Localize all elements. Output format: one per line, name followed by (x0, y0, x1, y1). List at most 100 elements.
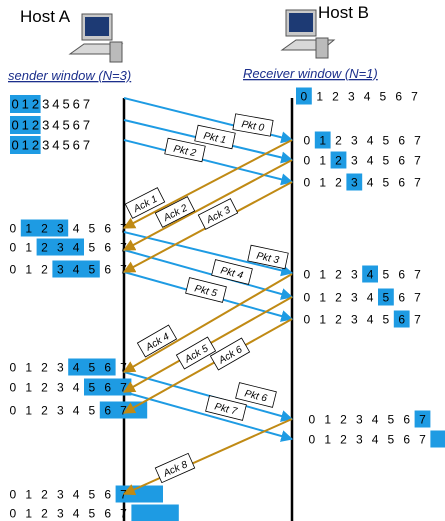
sequence-number: 2 (32, 138, 39, 153)
sequence-number: 5 (383, 175, 390, 189)
sequence-number: 3 (348, 89, 355, 103)
sequence-number: 4 (73, 487, 80, 501)
receiver-window-highlight (378, 288, 394, 306)
sequence-number: 3 (42, 97, 49, 112)
sequence-number: 4 (73, 380, 80, 394)
sequence-number: 2 (332, 89, 339, 103)
receiver-window-highlight (414, 410, 431, 428)
svg-text:Pkt 0: Pkt 0 (241, 119, 266, 134)
sequence-number: 3 (57, 262, 64, 276)
svg-text:Pkt 1: Pkt 1 (202, 131, 227, 146)
sequence-number: 2 (340, 412, 347, 426)
sequence-number: 5 (89, 380, 96, 394)
sequence-number: 0 (10, 380, 17, 394)
sequence-number: 0 (304, 267, 311, 281)
sequence-number: 1 (25, 403, 32, 417)
receiver-window-highlight (296, 87, 312, 105)
sequence-number: 0 (10, 360, 17, 374)
sequence-number: 3 (351, 267, 358, 281)
sequence-number: 0 (301, 89, 308, 103)
sequence-number: 2 (335, 175, 342, 189)
sequence-number: 0 (304, 153, 311, 167)
sequence-number: 5 (62, 97, 69, 112)
ack-arrow (122, 318, 293, 414)
svg-text:Pkt 5: Pkt 5 (193, 283, 218, 299)
sequence-number: 7 (414, 290, 421, 304)
sequence-number: 2 (41, 403, 48, 417)
receiver-window-highlight (362, 265, 378, 283)
sequence-number: 1 (319, 290, 326, 304)
sequence-number: 4 (364, 89, 371, 103)
sender-window-highlight (20, 219, 69, 237)
sequence-number: 4 (73, 221, 80, 235)
sequence-number: 3 (351, 312, 358, 326)
sequence-number: 5 (383, 153, 390, 167)
sequence-number: 7 (419, 412, 426, 426)
sequence-number: 1 (25, 380, 32, 394)
sequence-number: 5 (89, 360, 96, 374)
sequence-number: 4 (367, 133, 374, 147)
ack-label: Ack 3 (197, 198, 239, 230)
packet-label: Pkt 7 (205, 395, 247, 421)
sequence-number: 7 (83, 138, 90, 153)
packet-label: Pkt 4 (211, 259, 253, 285)
packet-label: Pkt 5 (185, 277, 227, 303)
sequence-number: 6 (398, 290, 405, 304)
sequence-number: 6 (104, 506, 111, 520)
sequence-number: 3 (57, 487, 64, 501)
sequence-number: 3 (351, 175, 358, 189)
sequence-number: 7 (120, 262, 127, 276)
sequence-number: 7 (414, 175, 421, 189)
sequence-number: 1 (25, 506, 32, 520)
sequence-number: 5 (62, 118, 69, 133)
host-b-title: Host B (318, 3, 369, 22)
sequence-number: 2 (41, 262, 48, 276)
sequence-number: 0 (304, 290, 311, 304)
sequence-number: 0 (10, 240, 17, 254)
svg-text:Pkt 6: Pkt 6 (243, 388, 268, 404)
ack-arrow (122, 159, 293, 251)
sequence-number: 0 (10, 506, 17, 520)
sequence-number: 6 (398, 153, 405, 167)
sender-window-highlight (36, 238, 84, 256)
sequence-number: 5 (380, 89, 387, 103)
host-a-title: Host A (20, 7, 71, 26)
sequence-number: 2 (41, 506, 48, 520)
sequence-number: 1 (319, 133, 326, 147)
sequence-number: 1 (319, 312, 326, 326)
sequence-number: 3 (57, 380, 64, 394)
sequence-number: 7 (411, 89, 418, 103)
sequence-number: 1 (22, 138, 29, 153)
receiver-window-highlight (330, 151, 347, 169)
sequence-number: 4 (52, 118, 59, 133)
svg-text:Pkt 3: Pkt 3 (255, 251, 280, 267)
sequence-number: 5 (388, 412, 395, 426)
ack-arrow (122, 418, 293, 496)
sequence-number: 3 (356, 412, 363, 426)
sequence-number: 4 (52, 97, 59, 112)
receiver-window-highlight (314, 131, 331, 149)
sequence-number: 1 (25, 240, 32, 254)
sequence-number: 1 (324, 412, 331, 426)
sequence-number: 7 (83, 118, 90, 133)
sequence-number: 2 (32, 118, 39, 133)
sequence-number: 6 (104, 240, 111, 254)
sequence-number: 0 (309, 432, 316, 446)
sequence-number: 3 (42, 138, 49, 153)
sequence-number: 6 (104, 487, 111, 501)
sequence-number: 7 (120, 403, 127, 417)
sequence-number: 4 (372, 432, 379, 446)
sequence-number: 4 (73, 403, 80, 417)
sender-window-highlight (10, 116, 41, 134)
sequence-number: 0 (11, 118, 18, 133)
